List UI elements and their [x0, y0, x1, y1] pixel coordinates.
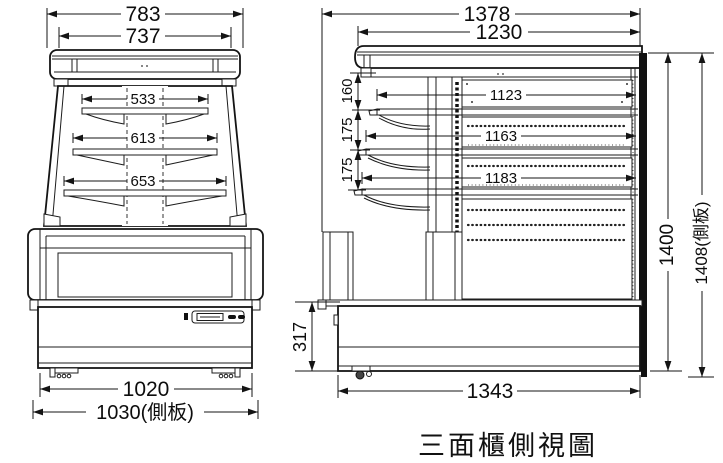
control-panel: [184, 310, 245, 324]
side-dim-shelf1-label: 1123: [490, 87, 522, 104]
front-dim-overall-width: 783: [46, 3, 244, 48]
side-dim-gap-bottom-label: 175: [339, 157, 356, 182]
power-led: [184, 313, 188, 320]
front-shelf-3: 653: [63, 173, 227, 207]
front-feet: [49, 367, 241, 379]
side-base: [333, 305, 641, 380]
front-dim-shelf3-label: 653: [130, 173, 155, 190]
side-dim-shelf1-depth: 1123: [376, 87, 636, 104]
front-shelf-1: 533: [81, 91, 209, 125]
side-dim-canopy-depth: 1230: [357, 21, 640, 46]
controller-button: [228, 315, 236, 319]
side-dim-base-depth: 1343: [337, 375, 641, 403]
side-dim-side-panel-height-label: 1408(側板): [692, 201, 711, 284]
side-view: 1378 1230: [290, 3, 714, 403]
front-dim-shelf1-label: 533: [130, 91, 155, 108]
front-dim-overall-width-label: 783: [125, 3, 160, 26]
front-dim-base-width: 1020: [39, 373, 253, 401]
side-dim-overall-depth-label: 1378: [464, 3, 511, 26]
side-canopy: [354, 45, 643, 78]
side-dim-base-height: 317: [290, 301, 348, 372]
front-dim-shelf2-label: 613: [130, 130, 155, 147]
front-dim-canopy-width-label: 737: [125, 25, 160, 48]
controller-button: [238, 315, 245, 319]
side-dim-overall-height-label: 1400: [657, 224, 678, 266]
diagram-caption: 三面櫃側視圖: [418, 431, 598, 461]
side-dim-canopy-depth-label: 1230: [476, 21, 523, 44]
side-dim-gap-middle-label: 175: [339, 117, 356, 142]
side-platform: [317, 231, 643, 310]
side-dim-shelf2-depth: 1163: [365, 128, 636, 145]
side-dim-shelf-gaps: 160 175 175: [339, 72, 380, 191]
front-shelf-2: 613: [72, 130, 218, 166]
front-dim-canopy-width: 737: [58, 25, 232, 48]
side-dim-side-panel-height: 1408(側板): [688, 53, 714, 378]
front-dim-base-width-label: 1020: [123, 378, 170, 401]
front-base-lower: [37, 306, 253, 379]
front-canopy: [49, 49, 241, 87]
side-dim-overall-depth: 1378: [321, 3, 641, 232]
side-dim-shelf2-label: 1163: [485, 128, 517, 145]
front-base-upper: [27, 228, 264, 301]
side-dim-base-height-label: 317: [290, 322, 310, 352]
side-dim-shelf3-depth: 1183: [361, 170, 636, 187]
front-view: 783 737: [27, 3, 264, 424]
side-dim-base-depth-label: 1343: [467, 380, 514, 403]
side-dim-shelf3-label: 1183: [485, 170, 517, 187]
front-dim-base-side-panel-label: 1030(側板): [96, 401, 194, 424]
front-dim-base-side-panel-width: 1030(側板): [32, 400, 259, 424]
side-caster: [351, 365, 372, 380]
side-dim-gap-top-label: 160: [339, 78, 356, 103]
